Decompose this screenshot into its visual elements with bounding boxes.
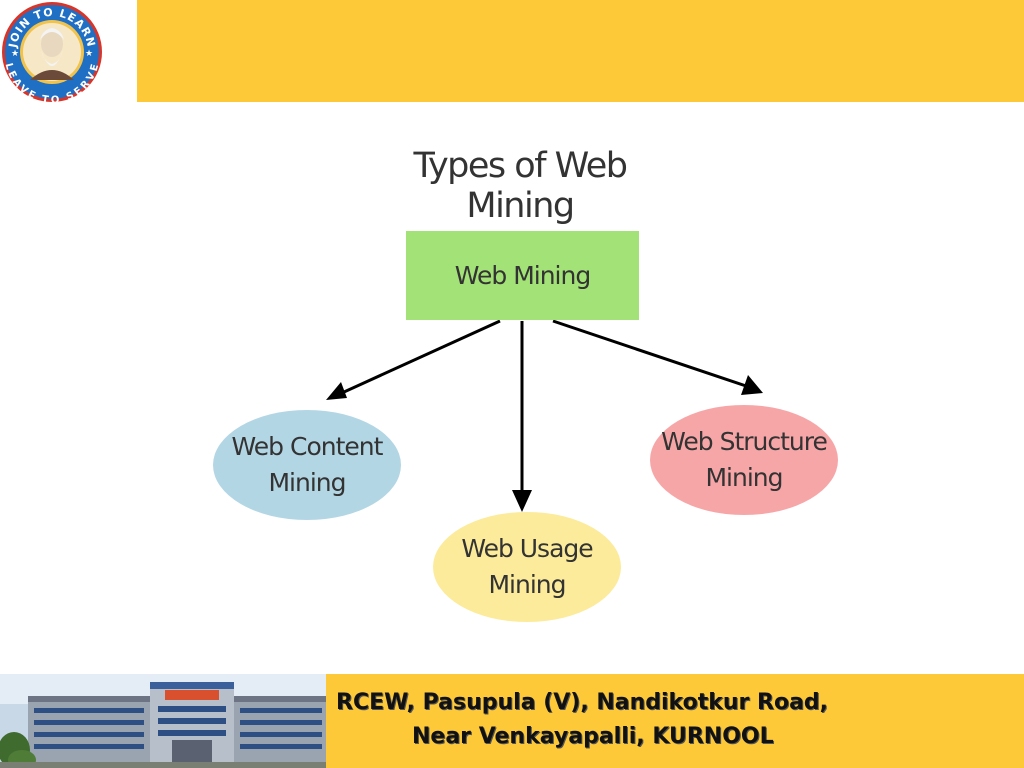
- node-web-usage-label-line2: Mining: [488, 570, 566, 599]
- node-web-mining-label: Web Mining: [454, 261, 591, 290]
- node-web-structure-mining: Web Structure Mining: [650, 405, 838, 515]
- node-web-content-label-line2: Mining: [268, 468, 346, 497]
- node-web-structure-label-line1: Web Structure: [661, 426, 828, 456]
- logo-star-right-icon: ★: [85, 49, 93, 59]
- address-line-2: Near Venkayapalli, KURNOOL: [412, 724, 774, 749]
- arrow-to-web-content: [332, 319, 501, 399]
- header-band: [137, 0, 1024, 102]
- node-web-usage-mining: Web Usage Mining: [433, 512, 621, 622]
- college-logo: JOIN TO LEARN LEAVE TO SERVE ★ ★: [2, 2, 102, 104]
- arrowhead-web-usage: [512, 490, 532, 512]
- diagram-title: Types of Web Mining: [413, 146, 628, 226]
- node-web-mining: Web Mining: [406, 231, 639, 320]
- node-web-structure-label-line2: Mining: [705, 463, 783, 492]
- college-building-photo: [0, 674, 326, 768]
- arrowhead-web-content: [326, 382, 347, 400]
- logo-star-left-icon: ★: [11, 49, 19, 59]
- address-line-1: RCEW, Pasupula (V), Nandikotkur Road,: [336, 690, 829, 715]
- arrow-to-web-structure: [552, 319, 753, 390]
- node-web-content-mining: Web Content Mining: [213, 410, 401, 520]
- node-web-content-label-line1: Web Content: [231, 431, 384, 461]
- arrowhead-web-structure: [741, 375, 763, 395]
- node-web-usage-label-line1: Web Usage: [461, 533, 593, 563]
